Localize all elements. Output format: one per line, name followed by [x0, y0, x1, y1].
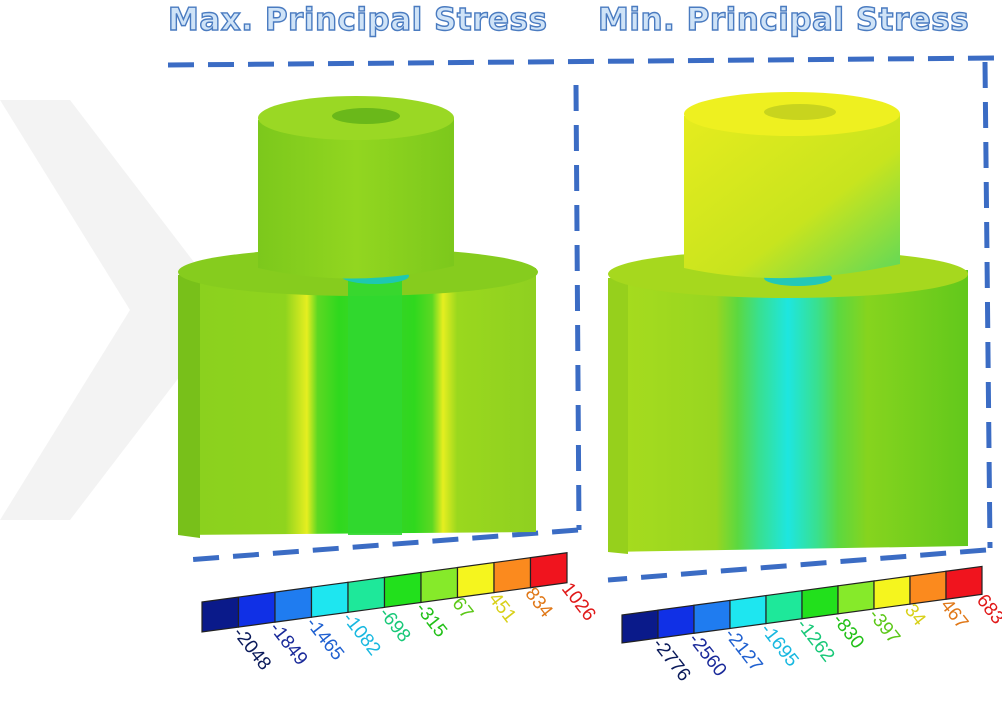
colorbar-cell: [310, 581, 349, 618]
colorbar-tick-label: -315: [411, 599, 451, 642]
colorbar-cell: [801, 585, 839, 620]
max-stress-model: [178, 96, 538, 538]
colorbar-cell: [456, 561, 495, 599]
colorbar-cell: [493, 556, 532, 594]
colorbar-cell: [529, 552, 568, 589]
watermark-chevron: [0, 100, 200, 520]
colorbar-tick-label: 683: [972, 591, 1002, 629]
colorbar-cell: [274, 586, 313, 623]
colorbar-cell: [201, 596, 240, 633]
colorbar-cell: [837, 580, 875, 615]
colorbar-cell: [765, 590, 803, 625]
title-max-principal-stress: Max. Principal Stress: [167, 1, 548, 38]
colorbar-cell: [729, 594, 767, 630]
colorbar-tick-label: 451: [484, 589, 520, 627]
colorbar-cell: [383, 571, 422, 609]
colorbar-tick-label: 834: [521, 584, 557, 622]
colorbar-cell: [657, 604, 695, 639]
colorbar-cell: [237, 591, 276, 628]
colorbar-cell: [420, 566, 459, 604]
colorbar-cell: [693, 599, 731, 634]
colorbar-tick-label: 1026: [557, 579, 600, 625]
min-stress-model: [608, 92, 968, 554]
colorbar-cell: [621, 609, 659, 644]
colorbar-cell: [347, 576, 386, 613]
colorbar-cell: [945, 565, 983, 600]
colorbar-tick-label: 467: [936, 595, 972, 633]
colorbar-cell: [909, 570, 947, 605]
colorbar-cell: [873, 575, 911, 610]
title-min-principal-stress: Min. Principal Stress: [597, 1, 970, 38]
colorbar-tick-label: -698: [375, 604, 415, 647]
colorbar-tick-label: -397: [864, 605, 904, 648]
